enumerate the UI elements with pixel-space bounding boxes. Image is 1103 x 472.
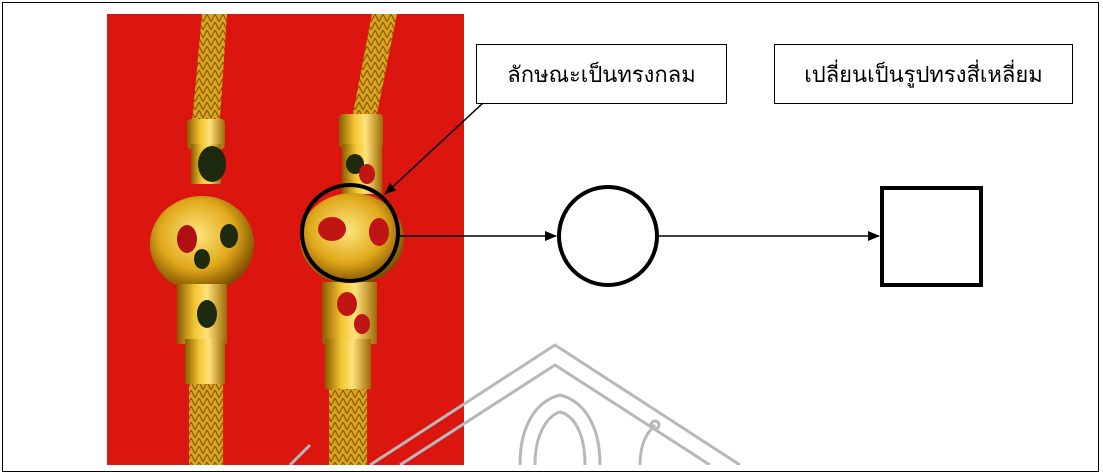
left-necklace-strand — [150, 14, 254, 465]
circle-shape — [557, 185, 659, 287]
square-shape — [880, 186, 983, 287]
necklace-photo — [107, 14, 464, 465]
watermark-seal — [288, 343, 741, 465]
pointer-arrow — [384, 102, 484, 195]
right-necklace-strand — [300, 14, 404, 465]
round-shape-label: ลักษณะเป็นทรงกลม — [476, 44, 727, 104]
square-shape-label: เปลี่ยนเป็นรูปทรงสี่เหลี่ยม — [774, 44, 1073, 104]
highlight-circle — [300, 183, 400, 283]
